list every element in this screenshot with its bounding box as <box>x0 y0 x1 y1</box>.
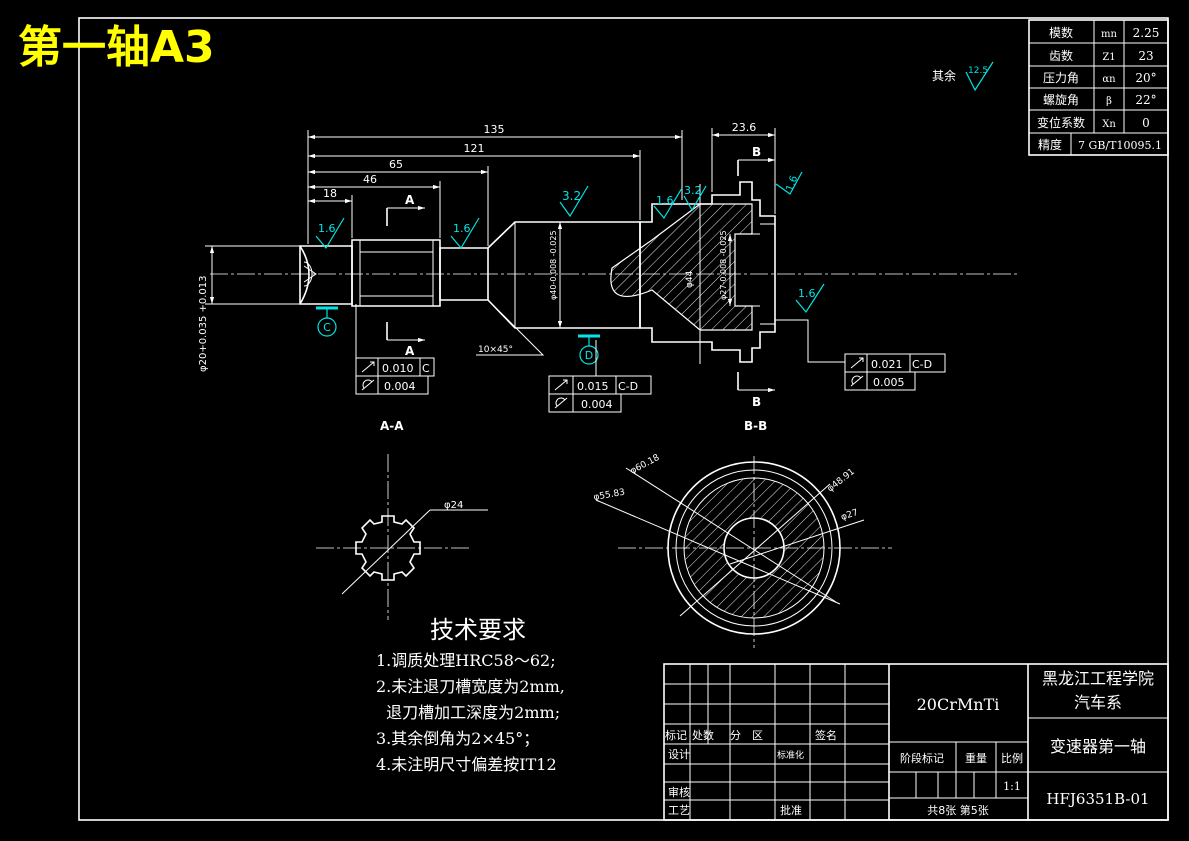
label-title_block-h_sign: 签名 <box>815 728 837 742</box>
spec-symbol-pressure-angle: αn <box>1102 74 1116 85</box>
tech-req-line-5: 4.未注明尺寸偏差按IT12 <box>376 755 557 774</box>
dim-dia40: φ40-0.008 -0.025 <box>549 230 558 300</box>
label-tolerances-t2b: 0.004 <box>581 398 613 411</box>
label-roughness-r6: 1.6 <box>784 174 800 193</box>
tb-school: 黑龙江工程学院 <box>1042 669 1154 688</box>
spec-label-helix-angle: 螺旋角 <box>1043 93 1079 107</box>
dim-dia55: φ55.83 <box>593 488 626 503</box>
tech-req-line-1: 1.调质处理HRC58～62; <box>376 651 556 670</box>
label-title_block-scale: 1:1 <box>1003 780 1021 793</box>
datum-d: D <box>585 349 593 362</box>
gear-spec-table: 模数 mn 2.25 齿数 Z1 23 压力角 αn 20° 螺旋角 β 22°… <box>1028 19 1169 156</box>
label-title_block-stage: 阶段标记 <box>900 751 944 765</box>
spec-symbol-helix-angle: β <box>1106 96 1112 107</box>
dim-18: 18 <box>323 187 337 200</box>
spec-value-accuracy: 7 GB/T10095.1 <box>1078 139 1162 152</box>
dim-65: 65 <box>389 158 403 171</box>
label-section_marks-b: B <box>752 395 761 409</box>
label-roughness-r2: 1.6 <box>453 222 471 235</box>
spec-value-shift: 0 <box>1142 116 1150 130</box>
label-title_block-standard: 标准化 <box>777 749 804 761</box>
tolerance-frames: 0.010 C 0.004 0.015 C-D 0.004 0.021 C-D … <box>355 304 946 413</box>
spec-label-teeth: 齿数 <box>1049 48 1073 63</box>
section-label-bb: B-B <box>744 419 767 433</box>
datum-symbols: C D <box>316 306 600 365</box>
label-tolerances-t2a_ref: C-D <box>618 380 638 393</box>
dim-dia27b: φ27 <box>840 508 860 523</box>
label-tolerances-t2a: 0.015 <box>577 380 609 393</box>
label-tolerances-t3b: 0.005 <box>873 376 905 389</box>
label-remaining_roughness-label: 其余 <box>932 68 956 83</box>
spec-value-helix-angle: 22° <box>1135 93 1156 107</box>
remaining-roughness: 其余 12.5 <box>932 61 994 92</box>
title-block: 20CrMnTi 黑龙江工程学院 汽车系 变速器第一轴 HFJ6351B-01 … <box>663 663 1169 821</box>
dim-dia20: φ20+0.035 +0.013 <box>198 275 209 372</box>
spec-symbol-module: mn <box>1101 29 1117 40</box>
label-tolerances-t1a: 0.010 <box>382 362 414 375</box>
dim-46: 46 <box>363 173 377 186</box>
label-title_block-scale_label: 比例 <box>1001 751 1023 765</box>
dim-dia60: φ60.18 <box>629 453 662 477</box>
drawing-border <box>78 17 1169 821</box>
section-label-aa: A-A <box>380 419 404 433</box>
dim-121: 121 <box>464 142 485 155</box>
dimensions: 135 121 65 46 18 23.6 φ20+0.035 +0.013 φ… <box>198 121 776 372</box>
dim-dia27: φ27-0.008 -0.025 <box>719 230 728 300</box>
tech-req-line-3: 退刀槽加工深度为2mm; <box>376 703 560 722</box>
spec-label-shift: 变位系数 <box>1037 115 1085 130</box>
tb-material: 20CrMnTi <box>917 695 1000 714</box>
label-section_marks-a: A <box>405 344 415 358</box>
label-tolerances-t1b: 0.004 <box>384 380 416 393</box>
label-title_block-h_count: 处数 <box>692 729 714 742</box>
dim-chamfer: 10×45° <box>478 345 513 355</box>
label-title_block-approve: 批准 <box>780 803 802 817</box>
label-roughness-r5: 3.2 <box>684 184 702 197</box>
label-tolerances-t1a_ref: C <box>422 362 430 375</box>
label-section_marks-a: A <box>405 193 415 207</box>
label-title_block-review: 审核 <box>668 785 690 799</box>
spec-symbol-shift: Xn <box>1102 119 1116 130</box>
spec-label-pressure-angle: 压力角 <box>1043 71 1079 85</box>
label-roughness-r4: 1.6 <box>656 194 674 207</box>
label-tolerances-t3a_ref: C-D <box>912 358 932 371</box>
label-title_block-h_zone: 分 区 <box>730 729 763 742</box>
drawing-title: 第一轴A3 <box>18 22 215 73</box>
tech-req-line-4: 3.其余倒角为2×45°； <box>376 729 539 748</box>
tb-dept: 汽车系 <box>1074 693 1122 712</box>
spec-label-module: 模数 <box>1049 25 1073 40</box>
label-section_marks-b: B <box>752 145 761 159</box>
section-bb-gear: φ60.18 φ55.83 φ48.91 φ27 <box>593 453 892 648</box>
label-title_block-sheets: 共8张 第5张 <box>927 803 989 817</box>
label-tolerances-t3a: 0.021 <box>871 358 903 371</box>
tb-part-name: 变速器第一轴 <box>1050 737 1146 756</box>
dim-dia24: φ24 <box>444 500 463 511</box>
label-roughness-r7: 1.6 <box>798 287 816 300</box>
tech-req-title: 技术要求 <box>430 616 526 644</box>
spec-symbol-teeth: Z1 <box>1102 52 1115 63</box>
roughness-marks: 1.6 1.6 3.2 1.6 3.2 1.6 1.6 <box>315 171 825 314</box>
label-title_block-process: 工艺 <box>668 804 690 817</box>
dim-dia48: φ48.91 <box>826 467 857 494</box>
spec-label-accuracy: 精度 <box>1038 137 1062 152</box>
label-title_block-design: 设计 <box>668 748 690 761</box>
label-roughness-r1: 1.6 <box>318 222 336 235</box>
label-title_block-weight: 重量 <box>965 751 987 765</box>
spec-value-pressure-angle: 20° <box>1135 71 1156 85</box>
label-title_block-h_mark: 标记 <box>665 728 687 742</box>
label-remaining_roughness-value: 12.5 <box>968 66 988 76</box>
tb-drawing-no: HFJ6351B-01 <box>1046 790 1149 808</box>
shaft-main-view <box>210 181 1020 364</box>
spec-value-teeth: 23 <box>1138 49 1153 63</box>
dim-23-6: 23.6 <box>732 121 757 134</box>
dim-135: 135 <box>484 123 505 136</box>
section-cut-marks: A A B B <box>386 145 775 409</box>
section-aa-spline: φ24 <box>316 454 488 620</box>
dim-dia44: φ44 <box>685 270 695 288</box>
tech-req-line-2: 2.未注退刀槽宽度为2mm, <box>376 677 565 696</box>
technical-requirements: 技术要求 1.调质处理HRC58～62; 2.未注退刀槽宽度为2mm, 退刀槽加… <box>376 616 565 774</box>
spec-value-module: 2.25 <box>1133 26 1160 40</box>
label-roughness-r3: 3.2 <box>562 189 581 203</box>
datum-c: C <box>323 321 331 334</box>
